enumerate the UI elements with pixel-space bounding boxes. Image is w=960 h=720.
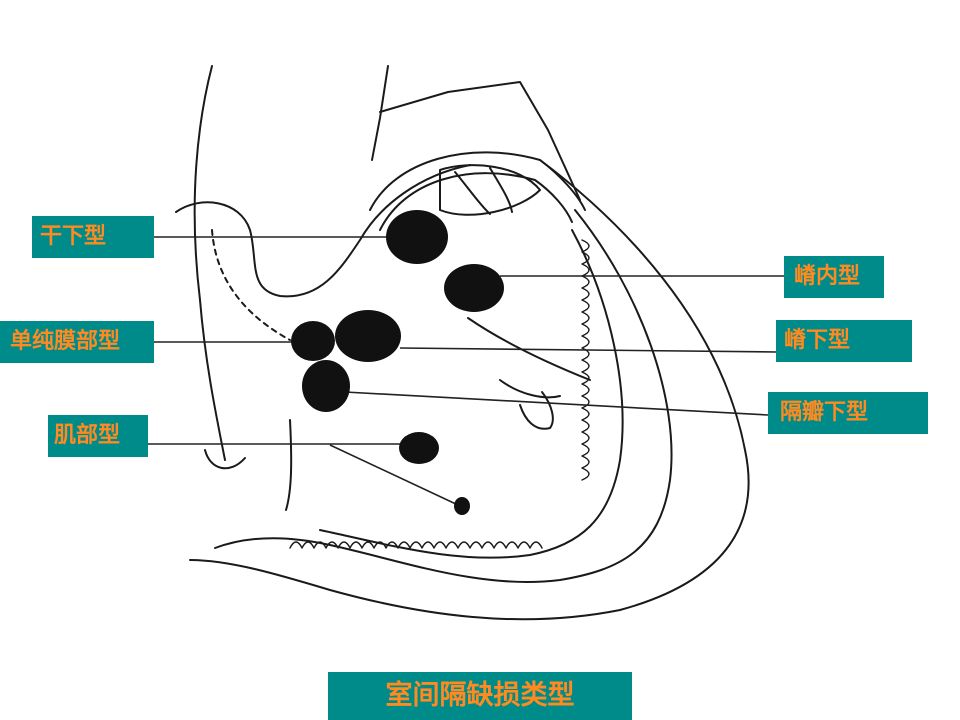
label-muscular: 肌部型 xyxy=(48,415,148,457)
valve-band-outer xyxy=(369,151,586,211)
valve-leaflet xyxy=(439,164,541,216)
trabecula-inner-edge xyxy=(319,229,624,559)
ventricle-outer-wall xyxy=(189,159,750,621)
defect-jibu xyxy=(399,432,439,464)
label-subseptal-leaflet: 隔瓣下型 xyxy=(768,392,928,434)
trabecular-texture xyxy=(581,239,590,481)
defect-danchun xyxy=(291,321,335,361)
valve-leaflet-line-2 xyxy=(489,167,513,213)
defect-gebanxia xyxy=(302,360,350,412)
septum-left-rim xyxy=(199,299,226,461)
vessel-outline-right xyxy=(371,65,389,161)
pulmonary-trunk-outline xyxy=(379,81,581,201)
trabecular-texture-bottom xyxy=(289,541,543,549)
leader-line-gebanxia xyxy=(344,391,769,416)
slide-title: 室间隔缺损类型 xyxy=(328,672,632,720)
label-infracristal: 嵴下型 xyxy=(776,320,912,362)
septum-left-rim-2 xyxy=(285,419,293,511)
defect-ganxia xyxy=(386,210,448,264)
muscle-band-lower xyxy=(204,449,246,470)
valve-band-inner xyxy=(379,172,573,231)
label-intracristal: 嵴内型 xyxy=(784,256,884,298)
vessel-outline-left xyxy=(193,65,213,301)
membranous-dashed-outline xyxy=(211,229,291,341)
ventricle-inner-wall xyxy=(214,209,673,583)
valve-leaflet-line xyxy=(454,171,491,215)
papillary-band-2 xyxy=(499,379,561,399)
leader-line-jixia xyxy=(399,347,777,353)
label-ganxia: 干下型 xyxy=(32,216,154,258)
label-danchun-membranous: 单纯膜部型 xyxy=(0,321,154,363)
leader-line-apical xyxy=(329,444,459,506)
defect-jinei xyxy=(444,264,504,312)
defect-jixia xyxy=(335,310,401,362)
defect-apical xyxy=(454,497,470,515)
septal-leaflet-loop xyxy=(175,164,471,298)
